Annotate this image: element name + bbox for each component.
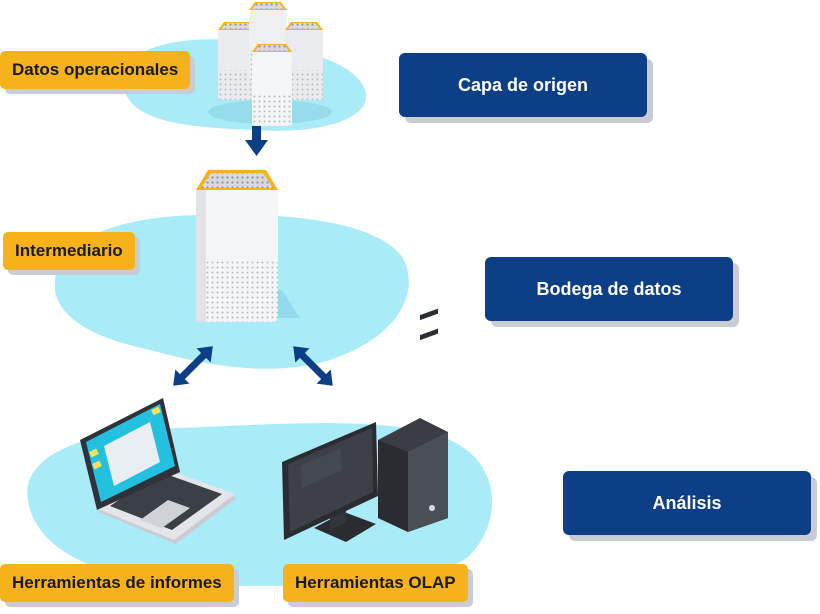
operational-data-label: Datos operacionales <box>0 51 191 89</box>
arrow-bidirectional-left-icon <box>173 346 213 386</box>
warehouse-layer-box: Bodega de datos <box>485 257 733 321</box>
arrow-bidirectional-right-icon <box>293 346 333 386</box>
olap-tools-label: Herramientas OLAP <box>283 564 468 602</box>
server-cluster-icon <box>208 2 332 126</box>
source-layer-box: Capa de origen <box>399 53 647 117</box>
intermediary-label: Intermediario <box>3 232 135 270</box>
desktop-computer-icon <box>282 308 448 542</box>
server-icon <box>196 170 300 322</box>
report-tools-label: Herramientas de informes <box>0 564 234 602</box>
laptop-icon <box>80 398 237 544</box>
analysis-layer-box: Análisis <box>563 471 811 535</box>
arrow-down-icon <box>245 126 268 156</box>
